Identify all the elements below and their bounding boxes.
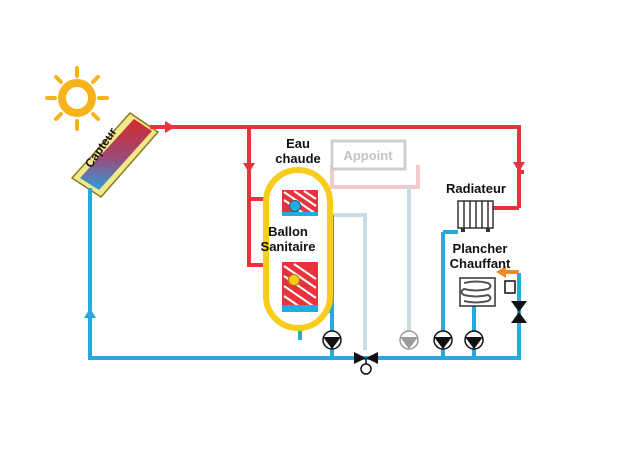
- hot-water-tank: [263, 167, 345, 331]
- sun-icon: [45, 66, 109, 131]
- backup-label: Appoint: [343, 148, 393, 163]
- radiator-icon: [457, 200, 494, 232]
- pump-icon-backup: [399, 330, 419, 350]
- backup-circuit: [330, 165, 420, 350]
- floor-heating-label-line2: Chauffant: [450, 256, 511, 271]
- flow-arrows-cold: [84, 308, 96, 318]
- orange-arrow-icon: [496, 266, 506, 278]
- mixing-valve-icon: [504, 280, 527, 323]
- floor-heating-label-line1: Plancher: [453, 241, 508, 256]
- pump-icon-radiator: [433, 330, 453, 350]
- hot-water-label-line2: chaude: [275, 151, 321, 166]
- radiator-label: Radiateur: [446, 181, 506, 196]
- floor-heating-icon: [459, 277, 496, 307]
- upper-heat-exchanger: [282, 190, 318, 216]
- hot-water-label-line1: Eau: [286, 136, 310, 151]
- backup-box: [330, 139, 407, 171]
- lower-heat-exchanger: [282, 262, 318, 312]
- pump-icon-floor: [464, 330, 484, 350]
- pump-icon: [322, 330, 342, 350]
- flow-arrows-hot: [165, 121, 525, 173]
- solar-collector: [70, 112, 160, 198]
- tank-label-line2: Sanitaire: [261, 239, 316, 254]
- three-way-valve-icon: [354, 352, 378, 375]
- tank-label-line1: Ballon: [268, 224, 308, 239]
